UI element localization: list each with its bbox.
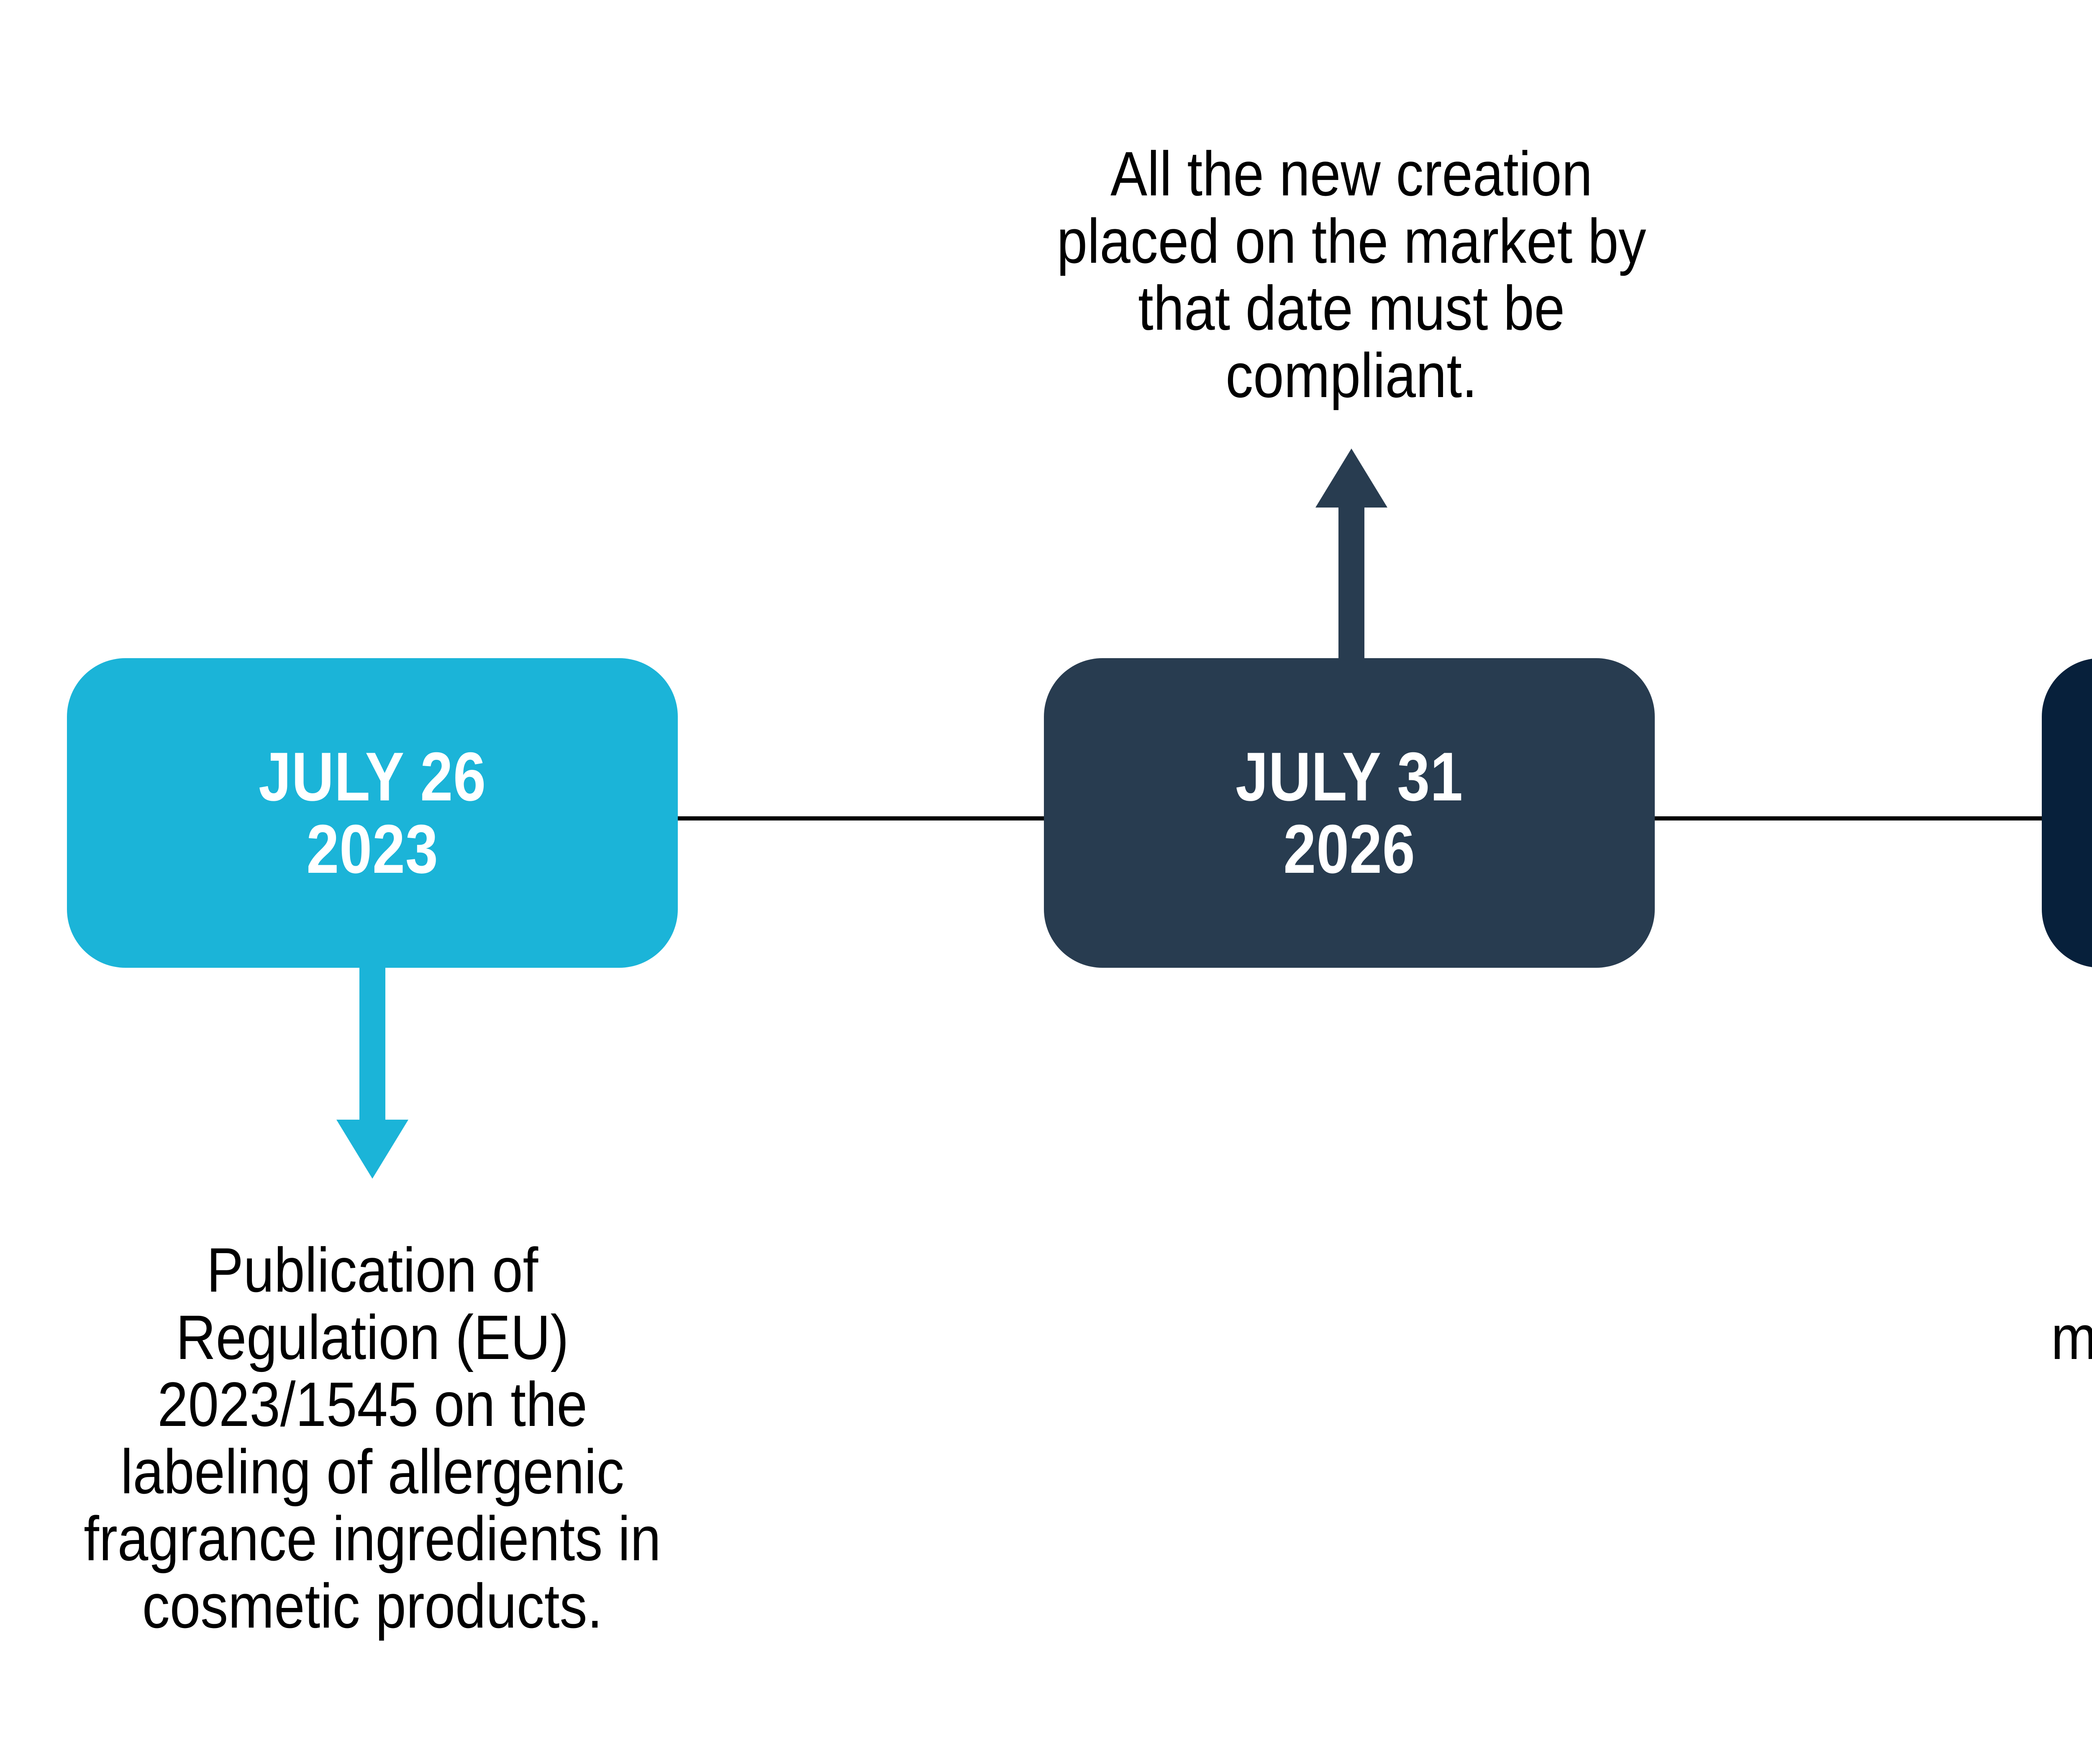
event-box-2023: JULY 26 2023 <box>67 658 678 968</box>
event-annotation-2023: Publication of Regulation (EU) 2023/1545… <box>84 1235 661 1641</box>
event-date-2023: JULY 26 2023 <box>258 738 486 887</box>
arrow-head <box>336 1120 408 1179</box>
arrow-stem <box>359 966 385 1120</box>
arrow-stem <box>1338 507 1364 660</box>
event-annotation-2026: All the new creation placed on the marke… <box>1056 138 1646 410</box>
event-date-2026: JULY 31 2026 <box>1235 738 1463 887</box>
event-box-2028: JULY 31 2028 <box>2042 658 2092 968</box>
arrow-head <box>1315 449 1387 508</box>
event-annotation-2028: Withdrawal from the market of non-compli… <box>2016 1236 2092 1438</box>
event-box-2026: JULY 31 2026 <box>1044 658 1655 968</box>
